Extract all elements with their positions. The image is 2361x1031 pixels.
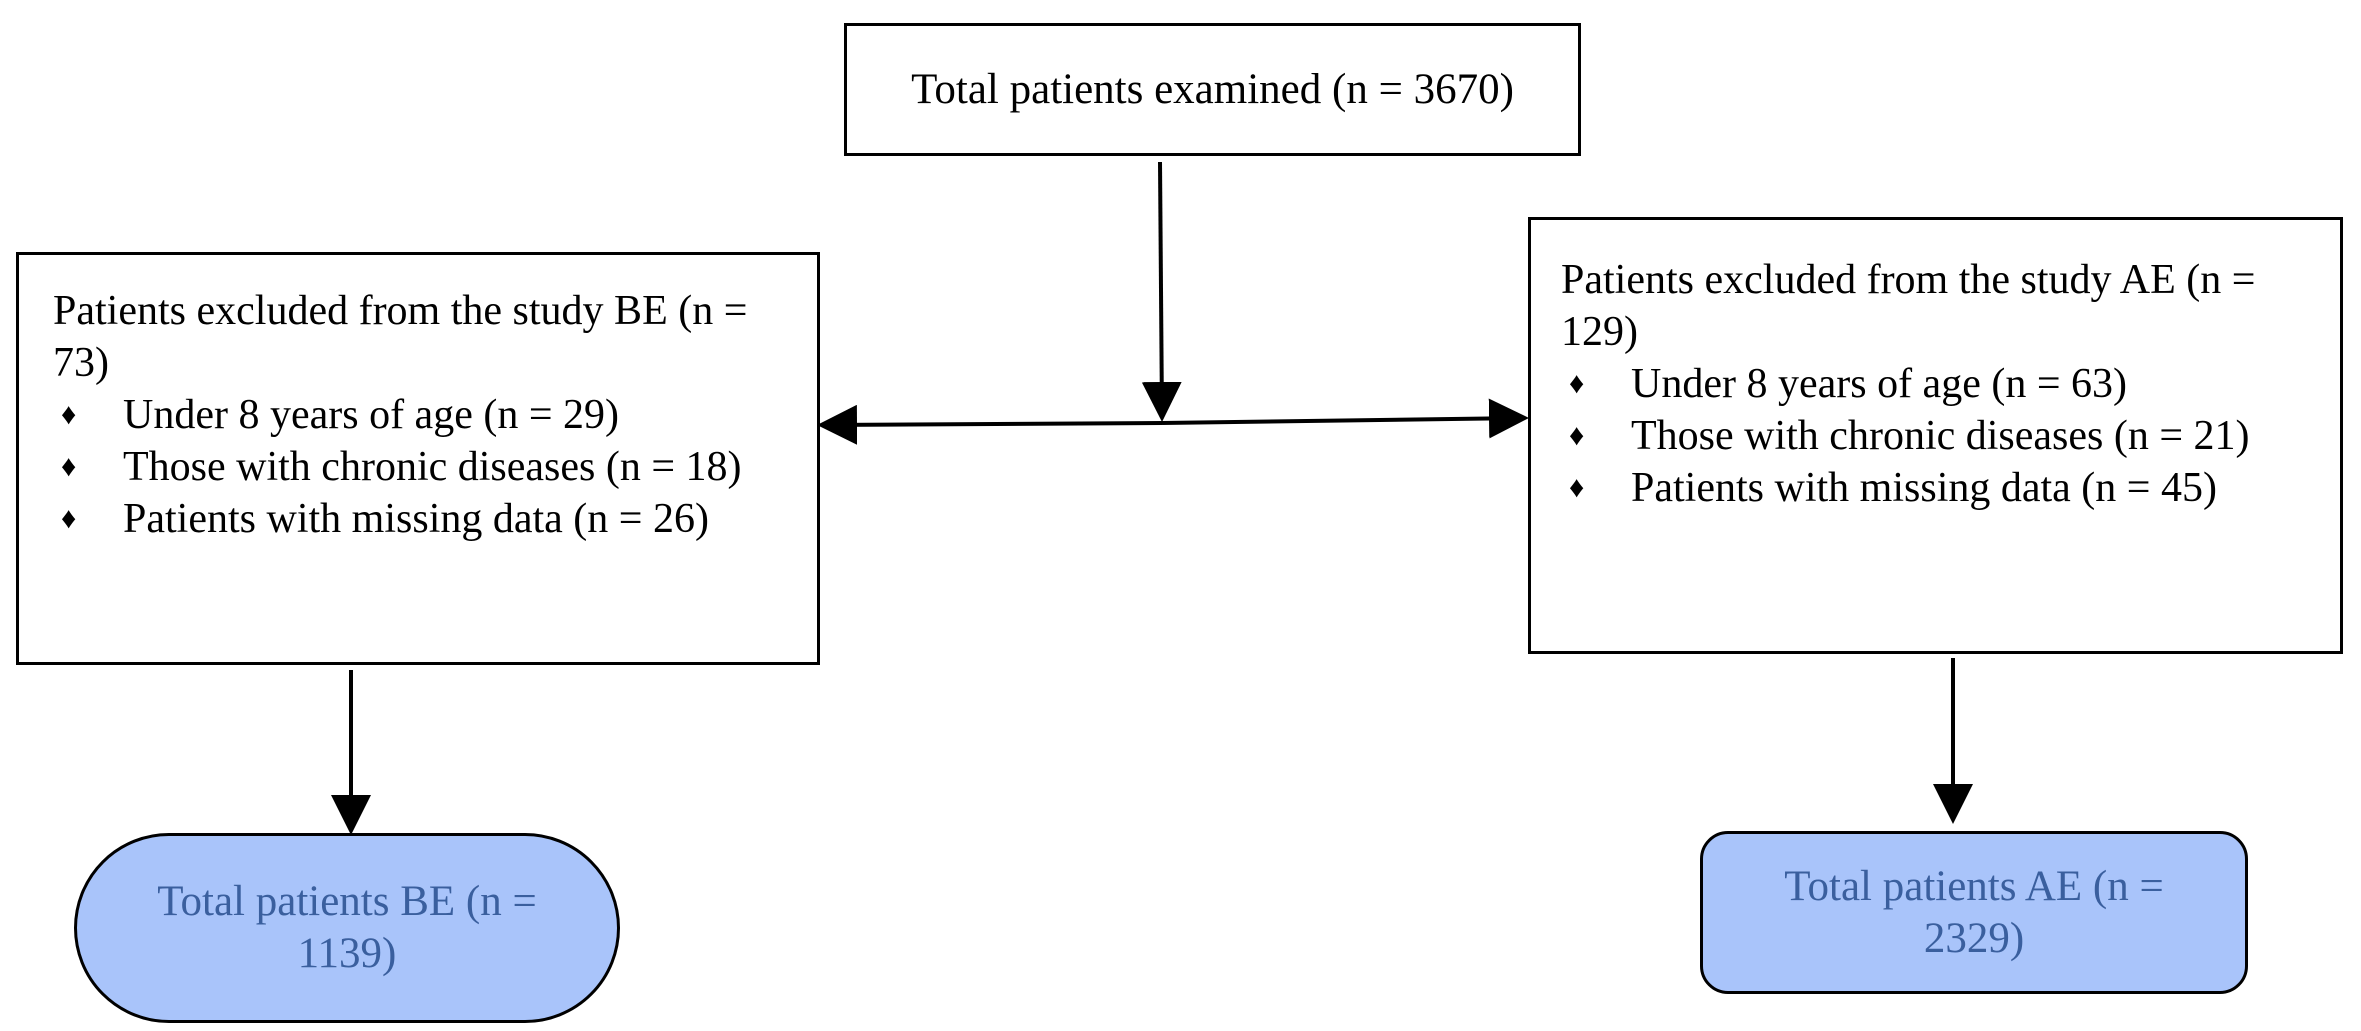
list-item: ♦Under 8 years of age (n = 29)	[53, 389, 783, 441]
total-ae-result: Total patients AE (n = 2329)	[1700, 831, 2248, 994]
diamond-bullet-icon: ♦	[1569, 419, 1585, 452]
diamond-bullet-icon: ♦	[1569, 367, 1585, 400]
total-ae-label: Total patients AE (n = 2329)	[1784, 862, 2164, 962]
diamond-bullet-icon: ♦	[1569, 471, 1585, 504]
diamond-bullet-icon: ♦	[61, 398, 77, 431]
list-item: ♦Patients with missing data (n = 26)	[53, 493, 783, 545]
list-item: ♦Patients with missing data (n = 45)	[1561, 462, 2294, 514]
excluded-ae-title: Patients excluded from the study AE (n =…	[1561, 257, 2256, 355]
arrow-top-to-split	[1141, 161, 1182, 422]
excluded-be-list: ♦Under 8 years of age (n = 29) ♦Those wi…	[53, 389, 783, 545]
excluded-ae-box: Patients excluded from the study AE (n =…	[1528, 217, 2343, 654]
list-item: ♦Under 8 years of age (n = 63)	[1561, 358, 2294, 410]
list-item: ♦Those with chronic diseases (n = 21)	[1561, 410, 2294, 462]
excluded-ae-list: ♦Under 8 years of age (n = 63) ♦Those wi…	[1561, 358, 2294, 514]
total-examined-label: Total patients examined (n = 3670)	[911, 66, 1514, 113]
diamond-bullet-icon: ♦	[61, 450, 77, 483]
arrow-split-to-right	[1161, 398, 1529, 439]
arrow-split-to-left	[817, 404, 1163, 445]
diamond-bullet-icon: ♦	[61, 502, 77, 535]
total-be-result: Total patients BE (n = 1139)	[74, 833, 620, 1023]
excluded-be-title: Patients excluded from the study BE (n =…	[53, 288, 748, 386]
excluded-be-box: Patients excluded from the study BE (n =…	[16, 252, 820, 665]
total-be-label: Total patients BE (n = 1139)	[157, 878, 537, 977]
list-item: ♦Those with chronic diseases (n = 18)	[53, 441, 783, 493]
total-examined-box: Total patients examined (n = 3670)	[844, 23, 1581, 156]
